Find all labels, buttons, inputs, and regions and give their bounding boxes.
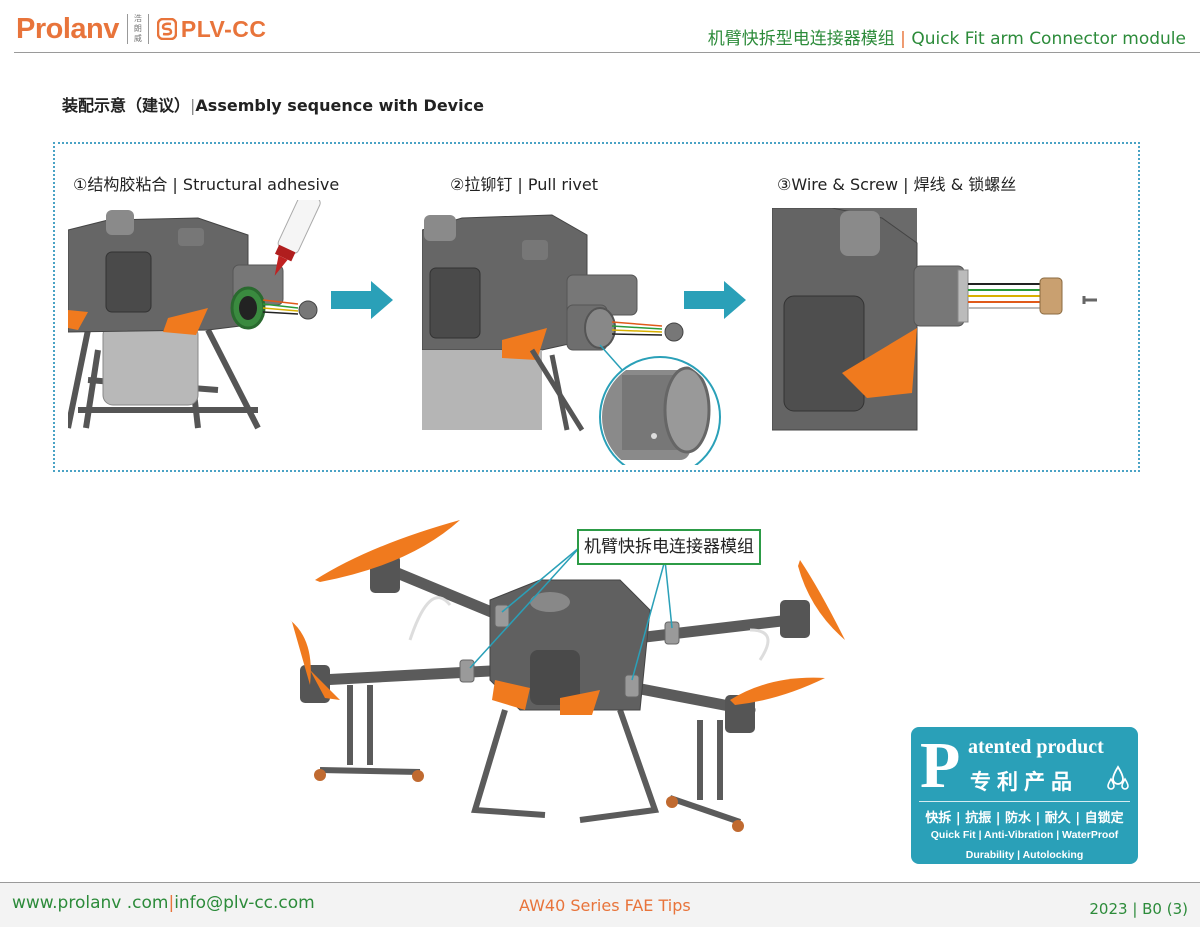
section-title-cn: 装配示意（建议） [62,96,191,115]
header-divider [14,52,1200,53]
footer-website-link[interactable]: www.prolanv .com [12,893,169,913]
footer-bar [0,883,1200,927]
step-2-to-3-arrow-icon [684,281,746,319]
logo-plv-cc-text: PLV-CC [180,15,267,42]
logo-divider [126,14,128,44]
logo-divider-2 [147,14,149,44]
logo-chinese-name: 浩 朗 威 [133,14,142,43]
footer-contact-separator: | [168,893,175,913]
patent-features-en-line-1: Quick Fit | Anti-Vibration | WaterProof [930,829,1119,841]
step-1-structural-adhesive-photo [68,200,321,430]
section-title-en: Assembly sequence with Device [195,96,484,115]
step-1-label: ①结构胶粘合 | Structural adhesive [73,175,340,194]
footer-divider [0,882,1200,883]
page-title: 机臂快拆型电连接器模组 | Quick Fit arm Connector mo… [708,24,1186,49]
drone-overview-illustration [290,520,845,832]
section-title: 装配示意（建议）|Assembly sequence with Device [62,92,484,116]
patent-features-cn: 快拆 | 抗振 | 防水 | 耐久 | 自锁定 [925,811,1124,826]
page-title-separator: | [900,29,906,49]
footer-page-info: 2023 | B0 (3) [1089,900,1188,918]
patent-divider [919,801,1130,802]
step-3-wire-screw-photo [772,208,1097,431]
step-3-label: ③Wire & Screw | 焊线 & 锁螺丝 [777,175,1017,194]
patent-features-en-line-2: Durability | Autolocking [965,849,1084,861]
step-2-pull-rivet-photo [422,214,721,465]
patented-product-badge: P atented product 专利产品 快拆 | 抗振 | 防水 | 耐久… [911,727,1138,864]
footer-email-link[interactable]: info@plv-cc.com [174,893,315,913]
patent-title-cn: 专利产品 [970,770,1078,794]
footer-contact: www.prolanv .com|info@plv-cc.com [12,893,315,913]
plv-s-logo-icon [156,18,177,40]
company-logo: Prolanv 浩 朗 威 PLV-CC [16,10,267,48]
patent-title-en: atented product [968,736,1104,758]
step-2-label: ②拉铆钉 | Pull rivet [450,175,599,194]
footer-series-title: AW40 Series FAE Tips [519,896,691,915]
page-title-cn: 机臂快拆型电连接器模组 [707,29,895,49]
water-drops-icon [1107,765,1129,790]
logo-prolanv-text: Prolanv [16,12,119,45]
assembly-sequence-frame [53,142,1140,472]
connector-module-callout: 机臂快拆电连接器模组 [577,529,761,565]
section-title-separator: | [190,96,196,115]
page-title-en: Quick Fit arm Connector module [911,29,1186,49]
patent-letter-p: P [920,729,961,802]
step-1-to-2-arrow-icon [331,281,393,319]
